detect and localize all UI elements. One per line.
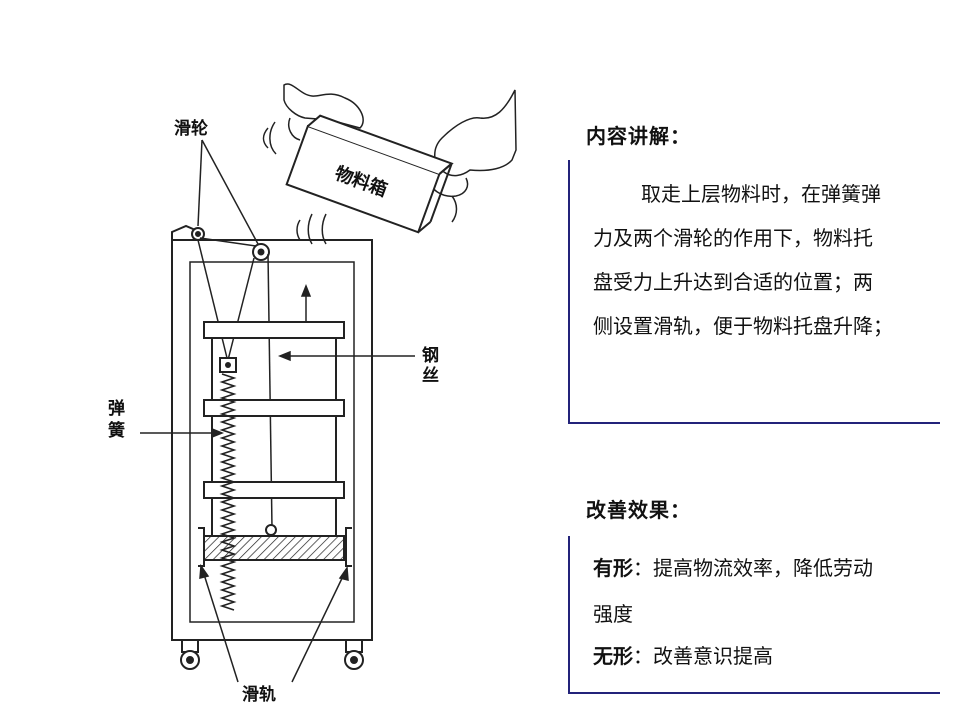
description-line: 盘受力上升达到合适的位置；两: [593, 270, 873, 294]
up-arrow-icon: [300, 283, 312, 322]
wire-label-1: 钢: [422, 345, 439, 366]
left-hand-illustration: [283, 83, 364, 141]
intangible-effect: 无形：改善意识提高: [593, 640, 773, 669]
description-line: 力及两个滑轮的作用下，物料托: [593, 226, 873, 250]
tangible-effect-cont: 强度: [593, 602, 633, 626]
tangible-label: 有形: [593, 556, 633, 580]
spring-label-1: 弹: [108, 398, 125, 419]
motion-marks: [262, 121, 458, 245]
pulleys: [191, 227, 270, 261]
wire-label-2: 丝: [422, 365, 439, 386]
rail-label: 滑轨: [242, 684, 276, 705]
wheels: [180, 639, 364, 670]
tangible-effect: 有形：提高物流效率，降低劳动: [593, 552, 873, 581]
tangible-text: ：提高物流效率，降低劳动: [633, 556, 873, 580]
right-hand-illustration: [424, 89, 517, 198]
pulley-label: 滑轮: [174, 118, 208, 139]
material-box: 物料箱: [285, 114, 454, 234]
description-line: 取走上层物料时，在弹簧弹: [641, 182, 881, 206]
spring: [219, 357, 237, 611]
content-panel-border: [568, 160, 940, 424]
rail-leaders: [199, 563, 349, 683]
content-description: 取走上层物料时，在弹簧弹 力及两个滑轮的作用下，物料托 盘受力上升达到合适的位置…: [593, 172, 943, 348]
wire-leader: [277, 350, 415, 362]
wire-anchor: [265, 524, 277, 536]
effect-title: 改善效果：: [586, 498, 691, 522]
intangible-text: ：改善意识提高: [633, 644, 773, 668]
trays: [203, 321, 345, 536]
effect-panel-border: [568, 536, 940, 694]
spring-leader: [140, 427, 225, 439]
cart-diagram: 物料箱: [108, 83, 517, 705]
cart-frame: [171, 224, 373, 641]
intangible-label: 无形: [593, 644, 633, 668]
pulley-leaders: [197, 139, 259, 245]
spring-label-2: 簧: [108, 420, 125, 441]
content-title: 内容讲解：: [586, 124, 691, 148]
description-line: 侧设置滑轨，便于物料托盘升降；: [593, 314, 893, 338]
